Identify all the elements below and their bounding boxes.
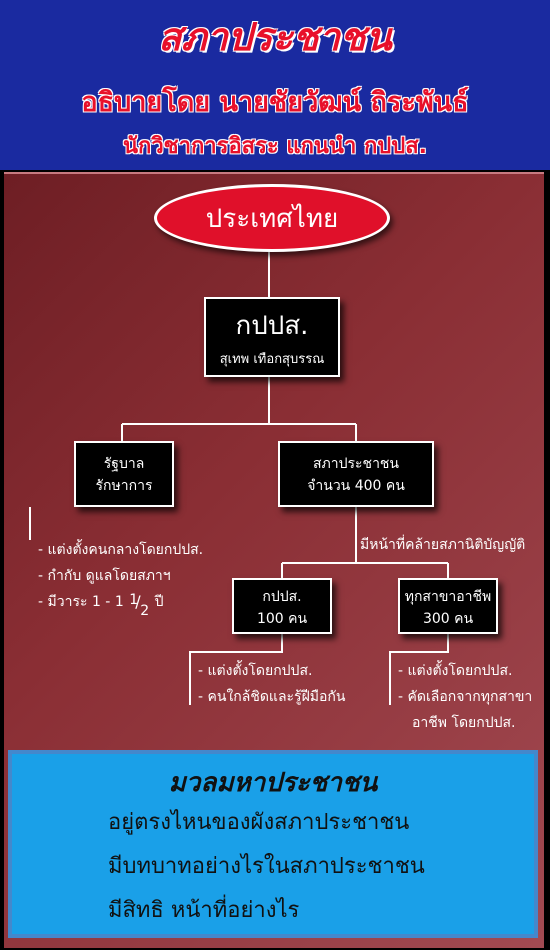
node-professions-members: ทุกสาขาอาชีพ 300 คน	[398, 578, 498, 634]
node-council-line2: จำนวน 400 คน	[307, 478, 405, 494]
node-people-council: สภาประชาชน จำนวน 400 คน	[278, 441, 434, 507]
node-kpps-label: กปปส.	[235, 311, 309, 341]
node-government-line2: รักษาการ	[95, 478, 153, 494]
page-title: สภาประชาชน	[158, 15, 392, 59]
fraction-denominator: 2	[140, 603, 150, 619]
masses-title: มวลมหาประชาชน	[168, 768, 378, 798]
term-prefix: - มีวาระ 1 -	[38, 594, 111, 610]
term-suffix: ปี	[154, 594, 164, 610]
node-professions-line2: 300 คน	[422, 611, 474, 627]
node-kpps-leader-name: สุเทพ เทือกสุบรรณ	[219, 352, 325, 367]
professions-bullet-2: - คัดเลือกจากทุกสาขา	[398, 689, 533, 705]
node-kpps-members-line1: กปปส.	[262, 589, 302, 605]
node-kpps-members: กปปส. 100 คน	[232, 578, 332, 634]
question-2: มีบทบาทอย่างไรในสภาประชาชน	[108, 854, 425, 879]
node-professions-line1: ทุกสาขาอาชีพ	[404, 589, 492, 605]
question-1: อยู่ตรงไหนของผังสภาประชาชน	[108, 810, 410, 835]
government-bullets: - แต่งตั้งคนกลางโดยกปปส. - กำกับ ดูแลโดย…	[38, 537, 204, 619]
node-council-line1: สภาประชาชน	[313, 456, 399, 472]
term-whole: 1	[114, 594, 124, 610]
node-caretaker-government: รัฐบาล รักษาการ	[74, 441, 174, 507]
professions-bullet-1: - แต่งตั้งโดยกปปส.	[398, 663, 513, 679]
government-bullet-2: - กำกับ ดูแลโดยสภาฯ	[38, 568, 171, 584]
question-3: มีสิทธิ หน้าที่อย่างไร	[108, 898, 300, 923]
fraction-slash: /	[135, 592, 141, 611]
author-line: อธิบายโดย นายชัยวัฒน์ ถิระพันธ์	[81, 87, 469, 118]
kpps-bullet-2: - คนใกล้ชิดและรู้ฝีมือกัน	[198, 689, 346, 705]
root-node-thailand: ประเทศไทย	[154, 184, 390, 252]
masses-question-box: มวลมหาประชาชน อยู่ตรงไหนของผังสภาประชาชน…	[8, 750, 538, 938]
node-kpps-members-line2: 100 คน	[256, 611, 308, 627]
government-bullet-3: - มีวาระ 1 - 1 1 / 2 ปี	[38, 589, 203, 619]
kpps-members-bullets: - แต่งตั้งโดยกปปส. - คนใกล้ชิดและรู้ฝีมื…	[198, 658, 345, 710]
author-role-line: นักวิชาการอิสระ แกนนำ กปปส.	[122, 134, 428, 159]
fraction-numerator: 1	[129, 592, 139, 608]
government-bullet-1: - แต่งตั้งคนกลางโดยกปปส.	[38, 542, 204, 558]
header-banner: สภาประชาชน อธิบายโดย นายชัยวัฒน์ ถิระพัน…	[0, 0, 550, 170]
council-role-note: มีหน้าที่คล้ายสภานิติบัญญัติ	[360, 537, 526, 553]
professions-bullets: - แต่งตั้งโดยกปปส. - คัดเลือกจากทุกสาขา …	[398, 658, 532, 736]
node-government-line1: รัฐบาล	[103, 456, 145, 472]
half-fraction: 1 / 2	[128, 592, 150, 619]
kpps-bullet-1: - แต่งตั้งโดยกปปส.	[198, 663, 313, 679]
node-kpps-leader: กปปส. สุเทพ เทือกสุบรรณ	[204, 297, 340, 377]
professions-bullet-3: อาชีพ โดยกปปส.	[412, 715, 516, 731]
